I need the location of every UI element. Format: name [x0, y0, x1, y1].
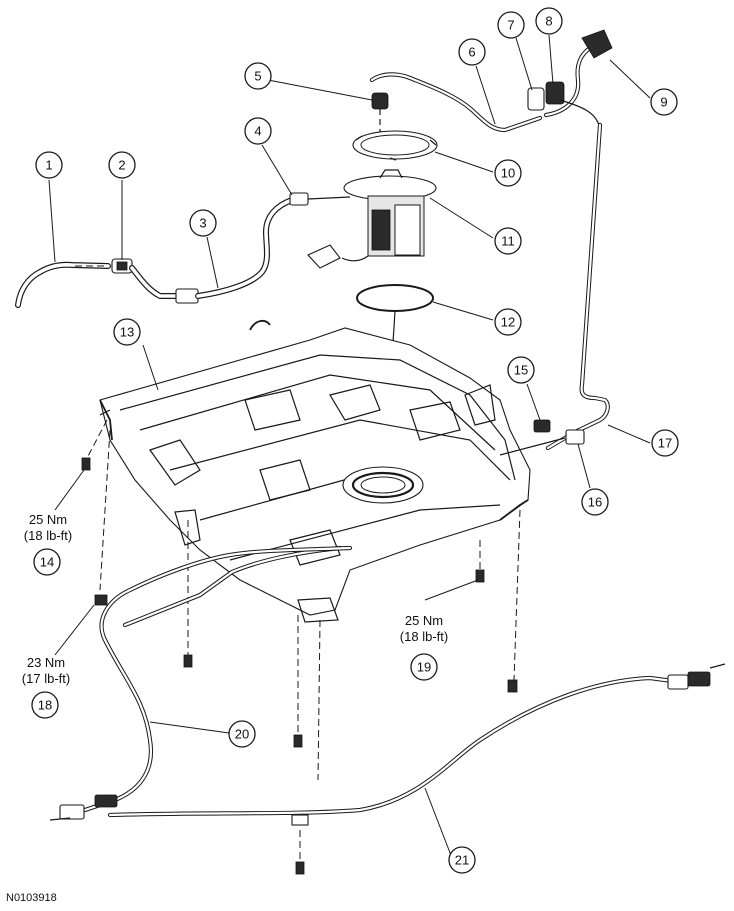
svg-text:6: 6: [468, 45, 475, 60]
callout-1: 1: [35, 151, 63, 179]
svg-text:17: 17: [658, 436, 672, 451]
fuel-pump-module: [307, 169, 437, 269]
fuel-level-sender-float: [307, 244, 341, 269]
fuel-pump-seal-ring: [356, 284, 434, 312]
svg-text:18: 18: [38, 698, 52, 713]
connector-15: [533, 419, 551, 433]
svg-text:(18 lb-ft): (18 lb-ft): [24, 528, 72, 543]
svg-text:4: 4: [254, 124, 261, 139]
callout-3: 3: [189, 209, 217, 237]
svg-text:5: 5: [254, 69, 261, 84]
svg-text:13: 13: [120, 325, 134, 340]
upper-hose-assembly: [369, 29, 613, 140]
callout-21: 21: [448, 846, 476, 874]
electrical-connector-9: [581, 29, 613, 59]
callout-10: 10: [494, 159, 522, 187]
svg-text:11: 11: [501, 234, 515, 249]
svg-text:8: 8: [545, 14, 552, 29]
svg-text:23 Nm: 23 Nm: [27, 655, 65, 670]
svg-text:19: 19: [417, 660, 431, 675]
svg-text:2: 2: [118, 158, 125, 173]
svg-text:9: 9: [660, 95, 667, 110]
callout-12: 12: [494, 308, 522, 336]
svg-text:15: 15: [514, 363, 528, 378]
callout-6: 6: [458, 38, 486, 66]
callout-15: 15: [507, 356, 535, 384]
callout-7: 7: [497, 11, 525, 39]
connector-16: [565, 429, 585, 445]
connector-5: [371, 92, 389, 110]
svg-text:25 Nm: 25 Nm: [29, 512, 67, 527]
tank-fasteners: [81, 419, 521, 875]
leader-lines: [48, 34, 651, 859]
fuel-tube-20: [49, 545, 353, 821]
callout-9: 9: [650, 88, 678, 116]
svg-text:(18 lb-ft): (18 lb-ft): [400, 629, 448, 644]
callout-4: 4: [244, 117, 272, 145]
callout-13: 13: [113, 318, 141, 346]
callout-5: 5: [244, 62, 272, 90]
svg-text:16: 16: [588, 495, 602, 510]
figure-id: N0103918: [6, 892, 57, 904]
fuel-tube-left-assembly: [15, 192, 351, 308]
connector-8: [545, 81, 565, 105]
svg-text:(17 lb-ft): (17 lb-ft): [22, 671, 70, 686]
callout-8: 8: [535, 7, 563, 35]
svg-text:3: 3: [199, 216, 206, 231]
torque-label-19: 25 Nm (18 lb-ft) 19: [400, 613, 448, 681]
callout-17: 17: [651, 429, 679, 457]
svg-text:14: 14: [40, 555, 54, 570]
quick-connect-fitting-4: [289, 192, 309, 206]
callout-2: 2: [108, 151, 136, 179]
svg-text:12: 12: [501, 315, 515, 330]
fuel-tube-21: [107, 663, 726, 826]
callout-20: 20: [228, 720, 256, 748]
svg-text:10: 10: [501, 166, 515, 181]
svg-text:20: 20: [235, 727, 249, 742]
svg-text:21: 21: [455, 853, 469, 868]
svg-text:25 Nm: 25 Nm: [405, 613, 443, 628]
svg-text:7: 7: [507, 18, 514, 33]
callout-16: 16: [581, 488, 609, 516]
torque-label-18: 23 Nm (17 lb-ft) 18: [22, 655, 70, 719]
connector-7: [527, 87, 545, 111]
fuel-pump-lock-ring: [352, 130, 438, 161]
svg-text:1: 1: [45, 158, 52, 173]
fuel-tank: [99, 319, 531, 623]
callout-11: 11: [494, 227, 522, 255]
torque-label-14: 25 Nm (18 lb-ft) 14: [24, 512, 72, 576]
filler-vent-tube-assembly: [499, 122, 610, 456]
